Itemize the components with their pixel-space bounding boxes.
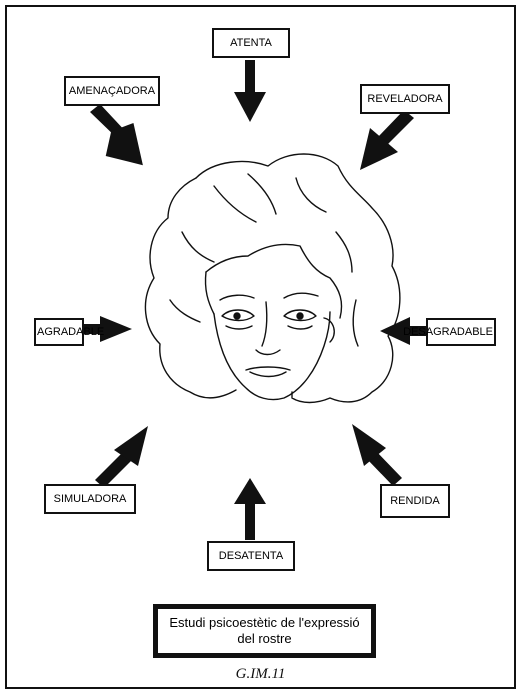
- figure-frame: [5, 5, 516, 689]
- jaw-line: [213, 311, 331, 401]
- figure-label: G.IM.11: [235, 666, 286, 682]
- face-drawing: [144, 153, 401, 404]
- label-agradable: AGRADABLE: [34, 318, 104, 346]
- caption-box: Estudi psicoestètic de l'expressió del r…: [153, 604, 376, 658]
- arrow-top-left: [90, 104, 143, 166]
- label-simuladora: SIMULADORA: [44, 484, 136, 514]
- arrow-top-right: [360, 110, 414, 170]
- hair-outline: [195, 153, 401, 404]
- arrow-left: [84, 316, 132, 342]
- arrow-right: [380, 317, 426, 345]
- arrow-top: [234, 60, 266, 122]
- arrow-bottom-right: [352, 424, 402, 486]
- label-amenacadora: AMENAÇADORA: [64, 76, 160, 106]
- caption-line-2: del rostre: [237, 631, 292, 646]
- label-reveladora: REVELADORA: [360, 84, 450, 114]
- label-desatenta: DESATENTA: [207, 541, 295, 571]
- label-rendida: RENDIDA: [380, 484, 450, 518]
- label-atenta: ATENTA: [212, 28, 290, 58]
- label-desagradable: DESAGRADABLE: [403, 318, 496, 346]
- arrow-bottom-left: [95, 426, 148, 488]
- arrow-bottom: [234, 478, 266, 540]
- caption-line-1: Estudi psicoestètic de l'expressió: [169, 615, 360, 630]
